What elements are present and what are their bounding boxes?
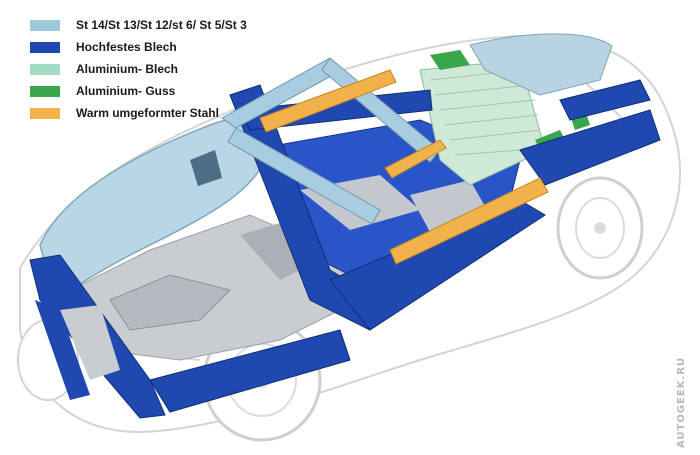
legend-item: St 14/St 13/St 12/st 6/ St 5/St 3 [30, 14, 247, 36]
legend-item: Hochfestes Blech [30, 36, 247, 58]
legend-item: Aluminium- Blech [30, 58, 247, 80]
legend-swatch [30, 41, 60, 53]
legend-label: Warm umgeformter Stahl [76, 106, 219, 120]
legend-swatch [30, 63, 60, 75]
legend-item: Warm umgeformter Stahl [30, 102, 247, 124]
legend-label: St 14/St 13/St 12/st 6/ St 5/St 3 [76, 18, 247, 32]
legend-label: Aluminium- Guss [76, 84, 176, 98]
legend-swatch [30, 19, 60, 31]
front-bumper-structure [35, 300, 120, 400]
legend-label: Hochfestes Blech [76, 40, 177, 54]
material-legend: St 14/St 13/St 12/st 6/ St 5/St 3 Hochfe… [30, 14, 247, 124]
legend-swatch [30, 85, 60, 97]
legend-item: Aluminium- Guss [30, 80, 247, 102]
hot-formed-steel-parts [259, 69, 549, 265]
rear-deck-panel [469, 33, 613, 96]
watermark: AUTOGEEK.RU [676, 356, 687, 448]
legend-swatch [30, 107, 60, 119]
rear-right-wheel [556, 176, 644, 280]
legend-label: Aluminium- Blech [76, 62, 179, 76]
